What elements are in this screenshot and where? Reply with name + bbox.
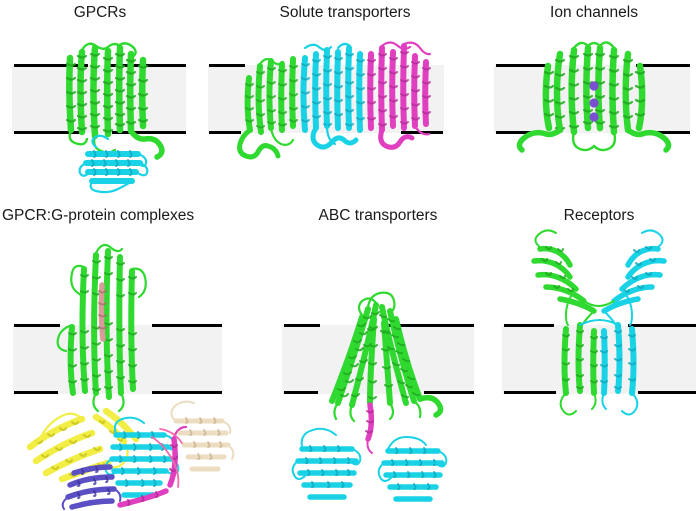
structure-solute-transporters xyxy=(208,41,444,160)
panel-gpcr-g-protein-complexes: GPCR:G-protein complexes xyxy=(0,207,250,511)
gpcr-complex-salmon-helix xyxy=(98,282,107,342)
abc-cyan-nucleotide-binding-domain-left xyxy=(291,427,362,500)
abc-cyan-nucleotide-binding-domain-right xyxy=(377,435,448,502)
membrane-abc-transporters xyxy=(282,324,474,394)
panel-title-receptors: Receptors xyxy=(563,207,635,224)
abc-green-transmembrane-domains xyxy=(329,291,444,423)
structure-gpcr-g-protein-complexes xyxy=(13,243,235,510)
receptor-green-protomer xyxy=(531,229,598,416)
solute-green-protomer xyxy=(237,56,298,160)
membrane-receptors xyxy=(502,324,696,394)
g-complex-tan-antibody xyxy=(170,400,235,472)
receptor-cyan-protomer xyxy=(600,229,667,416)
panel-abc-transporters: ABC transporters xyxy=(276,207,480,511)
solute-cyan-protomer xyxy=(300,42,365,150)
gpcr-green-helices xyxy=(65,42,165,160)
solute-magenta-protomer xyxy=(367,41,432,150)
g-beta-cyan-propeller xyxy=(104,416,180,498)
membrane-gpcrs xyxy=(12,64,186,134)
structure-receptors xyxy=(502,229,696,416)
g-complex-pink-loops xyxy=(151,428,183,488)
panel-solute-transporters: Solute transporters xyxy=(205,4,485,199)
panel-title-gpcrs: GPCRs xyxy=(73,4,127,21)
panel-title-solute-transporters: Solute transporters xyxy=(279,4,411,21)
receptor-interface-loops xyxy=(579,300,619,326)
panel-gpcrs: GPCRs xyxy=(0,4,200,199)
structure-gpcrs xyxy=(12,42,186,194)
structure-abc-transporters xyxy=(282,291,474,502)
gpcr-complex-receptor-green xyxy=(56,243,147,413)
panel-title-abc-transporters: ABC transporters xyxy=(318,207,438,224)
structure-ion-channels xyxy=(494,41,690,153)
panel-receptors: Receptors xyxy=(498,207,700,511)
ion-channel-green-helices xyxy=(516,41,672,153)
panel-ion-channels: Ion channels xyxy=(488,4,700,199)
ion-channel-ions xyxy=(589,81,599,122)
gpcr-cyan-fusion-domain xyxy=(78,134,149,194)
panel-title-ion-channels: Ion channels xyxy=(550,4,638,21)
panel-title-gpcr-g-protein-complexes: GPCR:G-protein complexes xyxy=(2,207,195,224)
g-complex-slate-blue-domain xyxy=(61,464,122,510)
abc-magenta-peptide xyxy=(365,402,375,454)
